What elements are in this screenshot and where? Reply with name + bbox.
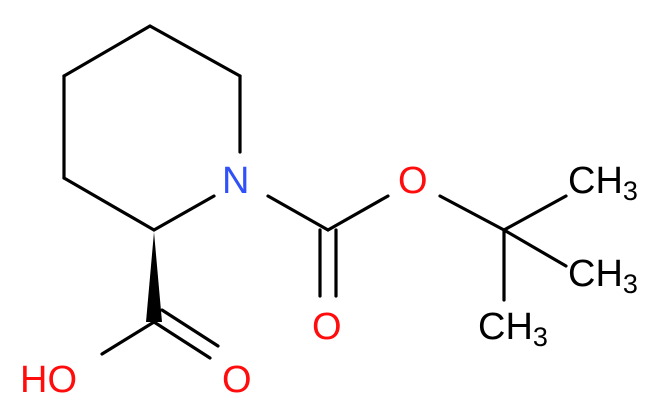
bond-ring-lower-right bbox=[152, 194, 216, 232]
atom-o-carbonyl-acid: O bbox=[222, 359, 252, 401]
bond-o-tbu bbox=[438, 194, 506, 232]
bond-tbu-ch3-right bbox=[502, 228, 568, 268]
bond-ring-top bbox=[148, 24, 242, 78]
bond-acid-co-2 bbox=[160, 308, 220, 348]
wedge-bond-stereo bbox=[146, 232, 162, 322]
bond-carbonyl-o bbox=[326, 194, 390, 232]
atom-o-ester: O bbox=[398, 160, 428, 202]
bond-ring-upper-left bbox=[62, 24, 152, 78]
bond-ring-lower-left bbox=[62, 176, 156, 232]
bond-acid-oh bbox=[100, 320, 156, 356]
atom-hydroxyl: HO bbox=[20, 359, 77, 401]
bond-acid-co-1 bbox=[152, 320, 212, 360]
bond-n-carbonyl bbox=[266, 194, 330, 232]
methyl-group-top: CH3 bbox=[568, 160, 638, 206]
atom-n: N bbox=[222, 160, 249, 202]
methyl-group-right: CH3 bbox=[568, 253, 638, 299]
atom-o-carbonyl-boc: O bbox=[312, 306, 342, 348]
bond-tbu-ch3-top bbox=[502, 194, 568, 232]
methyl-group-bottom: CH3 bbox=[478, 306, 548, 352]
